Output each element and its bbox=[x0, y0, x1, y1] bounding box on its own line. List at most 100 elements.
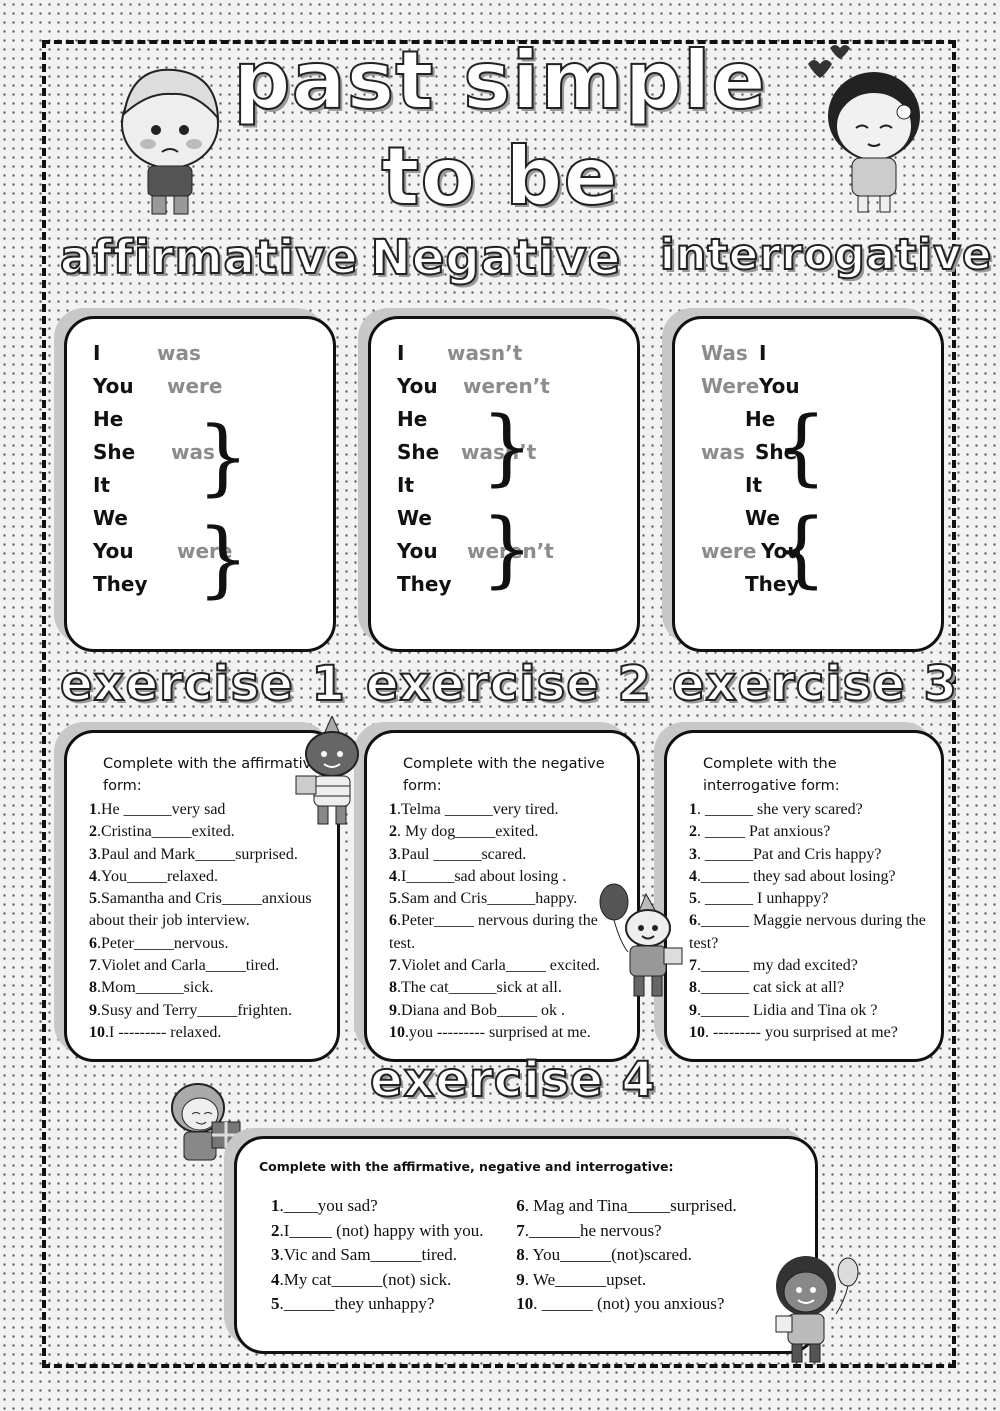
list-item: 8.______ cat sick at all? bbox=[689, 979, 845, 997]
subject: They bbox=[745, 572, 800, 596]
list-item: 2.Cristina_____exited. bbox=[89, 823, 235, 841]
exercise-1-items: 1.He ______very sad 2.Cristina_____exite… bbox=[89, 799, 323, 1044]
right-brace: } bbox=[197, 512, 250, 607]
exercise-4-heading: exercise 4 bbox=[369, 1051, 656, 1109]
list-item: 9. We______upset. bbox=[516, 1269, 647, 1289]
list-item: 6. Mag and Tina_____surprised. bbox=[516, 1196, 737, 1215]
exercise-4-instruction: Complete with the affirmative, negative … bbox=[259, 1159, 674, 1174]
affirmative-heading: affirmative bbox=[59, 229, 359, 285]
exercise-2-heading: exercise 2 bbox=[365, 655, 652, 713]
list-item: 7.Violet and Carla_____ excited. bbox=[389, 957, 600, 975]
subject: I bbox=[759, 341, 767, 365]
list-item: 5. ______ I unhappy? bbox=[689, 890, 829, 908]
exercise-3-instruction: Complete with the interrogative form: bbox=[703, 756, 840, 794]
verb: Were bbox=[701, 374, 760, 398]
subject: They bbox=[397, 572, 452, 596]
exercise-2-box: Complete with the negative form: 1.Telma… bbox=[364, 730, 640, 1062]
verb: wasn’t bbox=[461, 440, 537, 464]
subject: You bbox=[397, 539, 438, 563]
verb: was bbox=[701, 440, 745, 464]
right-brace: } bbox=[481, 502, 534, 597]
verb: was bbox=[157, 341, 201, 365]
exercise-4-left-column: 1.____you sad? 2.I_____ (not) happy with… bbox=[259, 1194, 516, 1317]
list-item: 7.______ my dad excited? bbox=[689, 957, 858, 975]
list-item: 2. My dog_____exited. bbox=[389, 823, 539, 841]
list-item: 8. You______(not)scared. bbox=[516, 1245, 692, 1265]
verb: weren’t bbox=[463, 374, 550, 398]
subject: He bbox=[397, 407, 428, 431]
list-item: 3.Paul ______scared. bbox=[389, 845, 527, 863]
list-item: 10.you --------- surprised at me. bbox=[389, 1023, 591, 1041]
list-item: 7.______he nervous? bbox=[516, 1220, 662, 1240]
exercise-3-items: 1. ______ she very scared? 2. _____ Pat … bbox=[689, 799, 927, 1044]
girl-illustration bbox=[808, 45, 920, 213]
list-item: 1.He ______very sad bbox=[89, 801, 226, 818]
subject: You bbox=[93, 374, 134, 398]
list-item: 3.Vic and Sam______tired. bbox=[271, 1245, 457, 1265]
exercise-3-heading: exercise 3 bbox=[671, 655, 958, 713]
subject: He bbox=[93, 407, 124, 431]
page-border bbox=[42, 40, 956, 1368]
subject: You bbox=[759, 374, 800, 398]
subject: I bbox=[397, 341, 405, 365]
list-item: 1.____you sad? bbox=[271, 1196, 378, 1215]
exercise-4-right-column: 6. Mag and Tina_____surprised. 7.______h… bbox=[516, 1194, 793, 1317]
verb: was bbox=[171, 440, 215, 464]
list-item: 1.Telma ______very tired. bbox=[389, 801, 559, 818]
list-item: 10.I --------- relaxed. bbox=[89, 1023, 222, 1041]
subject: We bbox=[397, 506, 432, 530]
sad-boy-illustration bbox=[121, 68, 220, 215]
negative-heading: Negative bbox=[370, 229, 622, 287]
exercise-3-box: Complete with the interrogative form: 1.… bbox=[664, 730, 944, 1062]
subject: I bbox=[93, 341, 101, 365]
verb: wasn’t bbox=[447, 341, 523, 365]
list-item: 4.My cat______(not) sick. bbox=[271, 1269, 452, 1289]
right-brace: } bbox=[481, 400, 534, 495]
subject: It bbox=[397, 473, 415, 497]
interrogative-heading: interrogative bbox=[659, 229, 993, 281]
list-item: 4.______ they sad about losing? bbox=[689, 867, 896, 885]
subject: You bbox=[93, 539, 134, 563]
title-line-2: to be bbox=[380, 129, 619, 224]
verb: weren’t bbox=[467, 539, 554, 563]
list-item: 2.I_____ (not) happy with you. bbox=[271, 1220, 484, 1240]
list-item: 8.Mom______sick. bbox=[89, 979, 214, 997]
list-item: 3. ______Pat and Cris happy? bbox=[689, 845, 882, 863]
list-item: 6.______ Maggie nervous during the test? bbox=[689, 912, 926, 952]
right-brace: } bbox=[197, 410, 250, 505]
subject: She bbox=[397, 440, 440, 464]
list-item: 5.______they unhappy? bbox=[271, 1294, 435, 1314]
title-line-1: past simple bbox=[232, 33, 767, 128]
list-item: 7.Violet and Carla_____tired. bbox=[89, 957, 280, 975]
interrogative-box: Was Were was were I You He She It We You… bbox=[672, 316, 944, 652]
list-item: 1. ______ she very scared? bbox=[689, 801, 863, 818]
exercise-2-items: 1.Telma ______very tired. 2. My dog_____… bbox=[389, 799, 623, 1044]
list-item: 6.Peter_____ nervous during the test. bbox=[389, 912, 598, 952]
subject: She bbox=[93, 440, 136, 464]
verb: Was bbox=[701, 341, 748, 365]
exercise-4-box: Complete with the affirmative, negative … bbox=[234, 1136, 818, 1354]
balloon-boy-illustration bbox=[599, 883, 683, 997]
exercise-1-heading: exercise 1 bbox=[59, 655, 346, 713]
subject: They bbox=[93, 572, 148, 596]
subject: We bbox=[93, 506, 128, 530]
list-item: 4.You_____relaxed. bbox=[89, 867, 219, 885]
affirmative-box: I You He She It We You They was were was… bbox=[64, 316, 336, 652]
subject: It bbox=[93, 473, 111, 497]
list-item: 9.Diana and Bob_____ ok . bbox=[389, 1001, 565, 1019]
list-item: 5.Sam and Cris______happy. bbox=[389, 890, 578, 908]
list-item: 4.I______sad about losing . bbox=[389, 867, 567, 885]
subject: She bbox=[755, 440, 798, 464]
verb: were bbox=[701, 539, 757, 563]
girl-with-gift-illustration bbox=[171, 1083, 241, 1161]
list-item: 3.Paul and Mark_____surprised. bbox=[89, 845, 298, 863]
list-item: 9.Susy and Terry_____frighten. bbox=[89, 1001, 292, 1019]
list-item: 6.Peter_____nervous. bbox=[89, 934, 229, 952]
left-brace: { bbox=[775, 400, 828, 495]
verb: were bbox=[167, 374, 223, 398]
subject: It bbox=[745, 473, 763, 497]
list-item: 10. ______ (not) you anxious? bbox=[516, 1294, 725, 1314]
list-item: 10. --------- you surprised at me? bbox=[689, 1023, 898, 1041]
subject: We bbox=[745, 506, 780, 530]
list-item: 9.______ Lidia and Tina ok ? bbox=[689, 1001, 878, 1019]
